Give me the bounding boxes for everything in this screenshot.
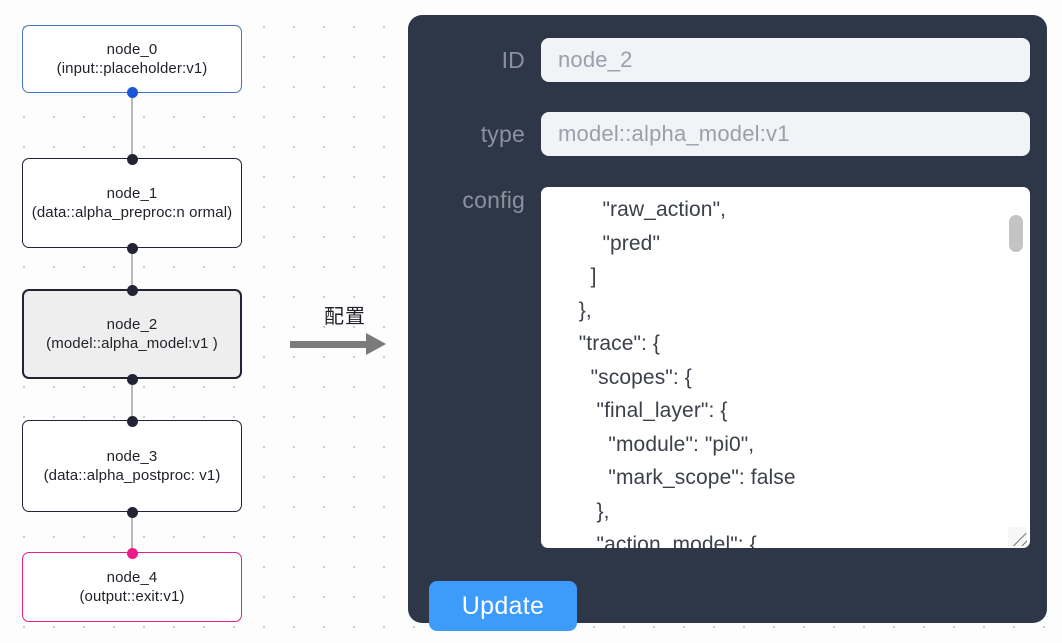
node-id-label: node_0 [106,40,158,58]
annotation-label: 配置 [324,304,366,328]
node-type-label: (output::exit:v1) [79,588,185,605]
node-type-label: (data::alpha_postproc: v1) [43,467,221,484]
node-type-label: (model::alpha_model:v1 ) [46,335,218,352]
id-field-label: ID [501,46,525,73]
arrow-right-icon [290,333,400,355]
edge-node0-node1 [131,92,133,160]
resize-handle-icon[interactable] [1008,527,1027,546]
node-id-label: node_4 [106,568,158,586]
config-scrollbar-thumb[interactable] [1009,215,1023,252]
node-id-label: node_1 [106,184,158,202]
port-node3-output[interactable] [126,507,138,518]
port-node4-input[interactable] [126,548,138,559]
type-field-label: type [480,120,525,147]
node-id-label: node_2 [106,315,158,333]
node-type-label: (data::alpha_preproc:n ormal) [31,204,233,221]
graph-node-node_3[interactable]: node_3 (data::alpha_postproc: v1) [22,420,242,512]
graph-node-node_4[interactable]: node_4 (output::exit:v1) [22,552,242,622]
field-row-config: config "raw_action", "pred" ] }, "trace"… [408,187,1047,548]
graph-node-node_0[interactable]: node_0 (input::placeholder:v1) [22,25,242,93]
pipeline-graph[interactable]: node_0 (input::placeholder:v1) node_1 (d… [0,0,400,643]
port-node1-output[interactable] [126,243,138,254]
update-button[interactable]: Update [429,581,577,631]
port-node0-output[interactable] [126,87,138,98]
node-config-panel: ID type config "raw_action", "pred" ] },… [408,15,1047,631]
edge-node3-node4 [131,511,133,555]
graph-node-node_1[interactable]: node_1 (data::alpha_preproc:n ormal) [22,158,242,248]
graph-node-node_2[interactable]: node_2 (model::alpha_model:v1 ) [22,289,242,379]
config-field-label: config [462,187,525,213]
config-scrollbar-track[interactable] [1008,189,1028,546]
field-row-type: type [408,112,1047,156]
port-node2-input[interactable] [126,285,138,296]
node-type-label: (input::placeholder:v1) [56,60,208,77]
port-node1-input[interactable] [126,154,138,165]
edge-node1-node2 [131,247,133,291]
node-id-label: node_3 [106,447,158,465]
field-row-id: ID [408,38,1047,82]
port-node2-output[interactable] [126,374,138,385]
id-input[interactable] [541,38,1030,82]
config-editor-wrapper: "raw_action", "pred" ] }, "trace": { "sc… [541,187,1030,548]
annotation-group: 配置 [290,300,400,355]
config-textarea[interactable]: "raw_action", "pred" ] }, "trace": { "sc… [541,187,1030,548]
type-input[interactable] [541,112,1030,156]
edge-node2-node3 [131,378,133,422]
port-node3-input[interactable] [126,416,138,427]
